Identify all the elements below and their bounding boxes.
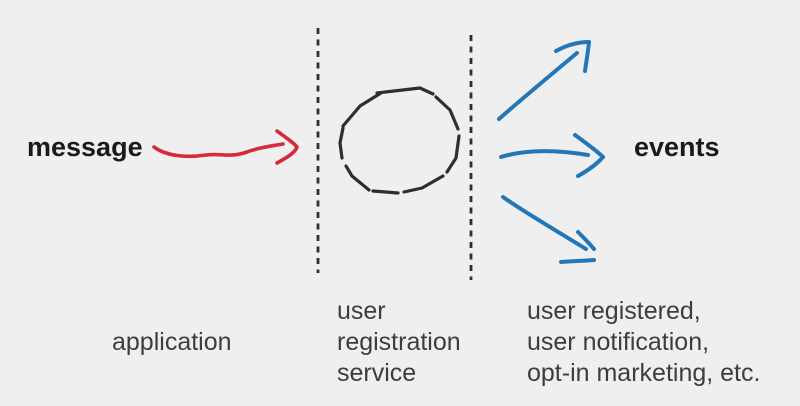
event-arrow-up-shaft	[497, 51, 579, 121]
message-arrow-shaft	[152, 142, 285, 159]
message-label: message	[27, 132, 143, 162]
service-circle-stroke	[434, 95, 460, 131]
service-circle-stroke	[338, 126, 345, 160]
service-caption-line: service	[337, 359, 417, 387]
service-circle-stroke	[344, 164, 371, 192]
message-arrow-icon	[152, 129, 299, 165]
message-arrow-head	[275, 129, 299, 165]
event-arrow-up-head	[554, 40, 591, 53]
event-arrow-up-head	[583, 40, 591, 73]
service-circle-icon	[338, 86, 461, 195]
event-arrow-right-head	[576, 155, 605, 178]
service-circle-stroke	[402, 174, 445, 194]
service-circle-stroke	[371, 189, 400, 195]
service-caption: user registration service	[337, 296, 461, 389]
event-arrow-down-shaft	[501, 195, 588, 251]
service-circle-stroke	[445, 134, 461, 174]
application-caption: application	[112, 328, 232, 356]
event-arrow-down-head	[559, 258, 596, 264]
event-examples-line: user registered,	[527, 297, 701, 325]
event-arrows-icon	[497, 40, 605, 264]
service-caption-line: user	[337, 297, 386, 325]
event-examples-line: opt-in marketing, etc.	[527, 359, 761, 387]
event-arrow-down-head	[576, 230, 596, 251]
event-arrow-right-head	[573, 133, 605, 159]
events-label: events	[634, 132, 720, 162]
service-circle-stroke	[375, 86, 435, 96]
service-caption-line: registration	[337, 328, 461, 356]
event-examples-caption: user registered, user notification, opt-…	[527, 296, 760, 389]
event-examples-line: user notification,	[527, 328, 710, 356]
service-circle-stroke	[341, 91, 383, 128]
event-arrow-right-shaft	[499, 149, 590, 159]
